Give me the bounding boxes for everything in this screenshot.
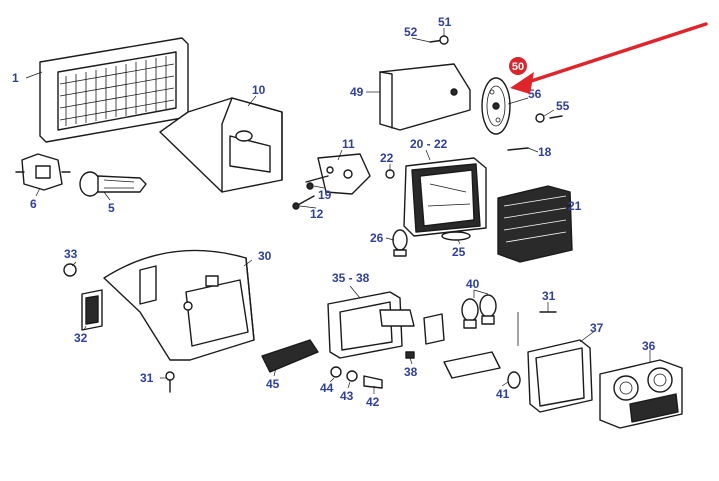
nut-38 bbox=[405, 351, 415, 359]
callout-31a: 31 bbox=[140, 371, 154, 385]
small-bulb bbox=[392, 229, 408, 257]
leader-lines bbox=[25, 28, 651, 394]
bulb-socket-plate bbox=[443, 351, 501, 379]
screw-18 bbox=[507, 147, 529, 151]
callout-labels: 1 10 6 5 11 19 12 52 51 49 56 55 20 - 22… bbox=[12, 15, 656, 409]
highlight-badge-label: 50 bbox=[512, 61, 524, 73]
highlight-marker: 50 bbox=[509, 22, 708, 94]
callout-44: 44 bbox=[320, 381, 334, 395]
callout-42: 42 bbox=[366, 395, 380, 409]
lamp-cover-bracket bbox=[159, 97, 283, 193]
callout-21: 21 bbox=[568, 199, 582, 213]
callout-5: 5 bbox=[108, 201, 115, 215]
highlight-badge bbox=[509, 57, 527, 75]
callout-31b: 31 bbox=[542, 289, 556, 303]
callout-52: 52 bbox=[404, 25, 418, 39]
gasket-32 bbox=[81, 289, 103, 331]
halogen-bulb bbox=[79, 171, 147, 197]
callout-20-22: 20 - 22 bbox=[410, 137, 448, 151]
callout-30: 30 bbox=[258, 249, 272, 263]
callout-10: 10 bbox=[252, 83, 266, 97]
callout-32: 32 bbox=[74, 331, 88, 345]
bracket-plate bbox=[379, 63, 471, 131]
screw-31 bbox=[165, 371, 175, 393]
rear-lamp-cover bbox=[103, 249, 255, 361]
lamp-clip bbox=[423, 313, 445, 345]
callout-18: 18 bbox=[538, 145, 552, 159]
highlight-arrow bbox=[520, 22, 708, 86]
reflector-strip bbox=[261, 339, 319, 373]
callout-33: 33 bbox=[64, 247, 78, 261]
callout-19: 19 bbox=[318, 188, 332, 202]
bulb-holder bbox=[15, 153, 71, 191]
rear-lamp-lens bbox=[599, 359, 683, 429]
reflector-disc bbox=[481, 77, 511, 135]
callout-55: 55 bbox=[556, 99, 570, 113]
callout-1: 1 bbox=[12, 71, 19, 85]
callout-38: 38 bbox=[404, 365, 418, 379]
signal-bulbs bbox=[461, 294, 497, 329]
callout-26: 26 bbox=[370, 231, 384, 245]
callout-36: 36 bbox=[642, 339, 656, 353]
callout-6: 6 bbox=[30, 197, 37, 211]
callout-11: 11 bbox=[342, 137, 355, 151]
lamp-base-plate bbox=[327, 291, 415, 359]
callout-43: 43 bbox=[340, 389, 354, 403]
callout-41: 41 bbox=[496, 387, 510, 401]
grommet bbox=[385, 169, 395, 179]
bolt-42 bbox=[363, 375, 383, 389]
callout-37: 37 bbox=[590, 321, 604, 335]
nut-44 bbox=[330, 366, 342, 378]
screw bbox=[549, 115, 563, 119]
plug-33 bbox=[63, 263, 77, 277]
rear-lamp-gasket bbox=[527, 339, 593, 413]
mounting-bracket bbox=[305, 153, 371, 195]
nut bbox=[535, 113, 545, 123]
callout-25: 25 bbox=[452, 245, 466, 259]
callout-35-38: 35 - 38 bbox=[332, 271, 370, 285]
callout-49: 49 bbox=[350, 85, 364, 99]
callout-45: 45 bbox=[266, 377, 280, 391]
highlight-arrowhead-icon bbox=[510, 72, 534, 94]
washer-43 bbox=[346, 370, 358, 382]
callout-56: 56 bbox=[528, 87, 542, 101]
side-lamp-housing bbox=[403, 157, 487, 237]
bolt bbox=[292, 195, 315, 210]
callout-40: 40 bbox=[466, 277, 480, 291]
callout-51: 51 bbox=[438, 15, 452, 29]
seal bbox=[441, 231, 471, 241]
top-bolt bbox=[429, 35, 449, 45]
work-lamp-housing bbox=[39, 37, 189, 143]
small-bulb-41 bbox=[507, 371, 521, 389]
side-lamp-lens bbox=[497, 185, 573, 263]
callout-12: 12 bbox=[310, 207, 324, 221]
callout-22: 22 bbox=[380, 151, 394, 165]
